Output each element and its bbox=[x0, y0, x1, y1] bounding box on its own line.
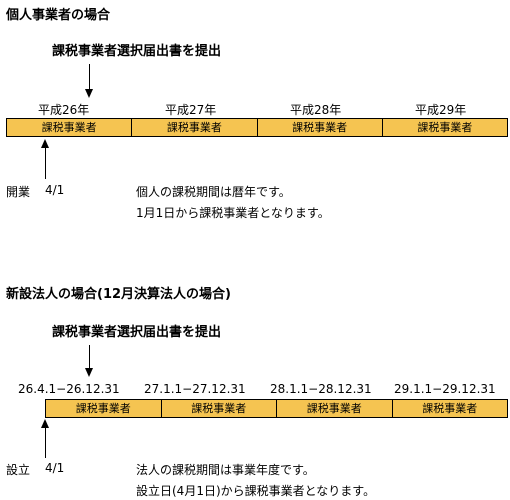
section2-start-arrow-line bbox=[45, 427, 46, 458]
section2-bar-segment-1: 課税事業者 bbox=[75, 402, 131, 415]
section1-election-label: 課税事業者選択届出書を提出 bbox=[52, 44, 222, 59]
section1-start-arrow-up-icon bbox=[41, 139, 49, 148]
section2-start-date: 4/1 bbox=[45, 461, 65, 475]
section1-timeline-bar: 課税事業者 課税事業者 課税事業者 課税事業者 bbox=[6, 118, 508, 137]
section2-start-label: 設立 bbox=[6, 463, 31, 477]
section1-bar-segment-3: 課税事業者 bbox=[256, 119, 382, 136]
section1-election-arrow-down-icon bbox=[85, 89, 93, 98]
section2-period-2: 27.1.1−27.12.31 bbox=[144, 382, 246, 396]
section1-note-line2: 1月1日から課税事業者となります。 bbox=[136, 206, 330, 220]
section1-election-arrow-line bbox=[89, 64, 90, 90]
section1-year-2: 平成27年 bbox=[165, 103, 217, 117]
section2-start-arrow-up-icon bbox=[41, 419, 49, 428]
section2-bar-segment-4: 課税事業者 bbox=[391, 400, 508, 417]
section2-note-line1: 法人の課税期間は事業年度です。 bbox=[136, 463, 315, 477]
section1-start-arrow-line bbox=[45, 147, 46, 179]
section2-election-label: 課税事業者選択届出書を提出 bbox=[52, 325, 222, 340]
section2-period-3: 28.1.1−28.12.31 bbox=[270, 382, 372, 396]
section2-election-arrow-line bbox=[89, 345, 90, 369]
section2-election-arrow-down-icon bbox=[85, 368, 93, 377]
section1-title: 個人事業者の場合 bbox=[6, 8, 111, 23]
section2-period-4: 29.1.1−29.12.31 bbox=[394, 382, 496, 396]
section1-bar-segment-4: 課税事業者 bbox=[381, 119, 507, 136]
section1-start-date: 4/1 bbox=[45, 183, 65, 197]
section1-note-line1: 個人の課税期間は暦年です。 bbox=[136, 185, 291, 199]
section1-year-1: 平成26年 bbox=[38, 103, 90, 117]
section2-period-1: 26.4.1−26.12.31 bbox=[18, 382, 120, 396]
section2-title: 新設法人の場合(12月決算法人の場合) bbox=[6, 287, 231, 302]
section1-bar-segment-1: 課税事業者 bbox=[41, 121, 97, 134]
section2-bar-segment-2: 課税事業者 bbox=[160, 400, 277, 417]
section1-year-3: 平成28年 bbox=[290, 103, 342, 117]
section2-bar-segment-3: 課税事業者 bbox=[276, 400, 392, 417]
section1-year-4: 平成29年 bbox=[415, 103, 467, 117]
section2-timeline-bar: 課税事業者 課税事業者 課税事業者 課税事業者 bbox=[45, 399, 508, 418]
section1-bar-segment-2: 課税事業者 bbox=[131, 119, 256, 136]
section1-start-label: 開業 bbox=[6, 185, 31, 199]
section2-note-line2: 設立日(4月1日)から課税事業者となります。 bbox=[136, 484, 376, 498]
